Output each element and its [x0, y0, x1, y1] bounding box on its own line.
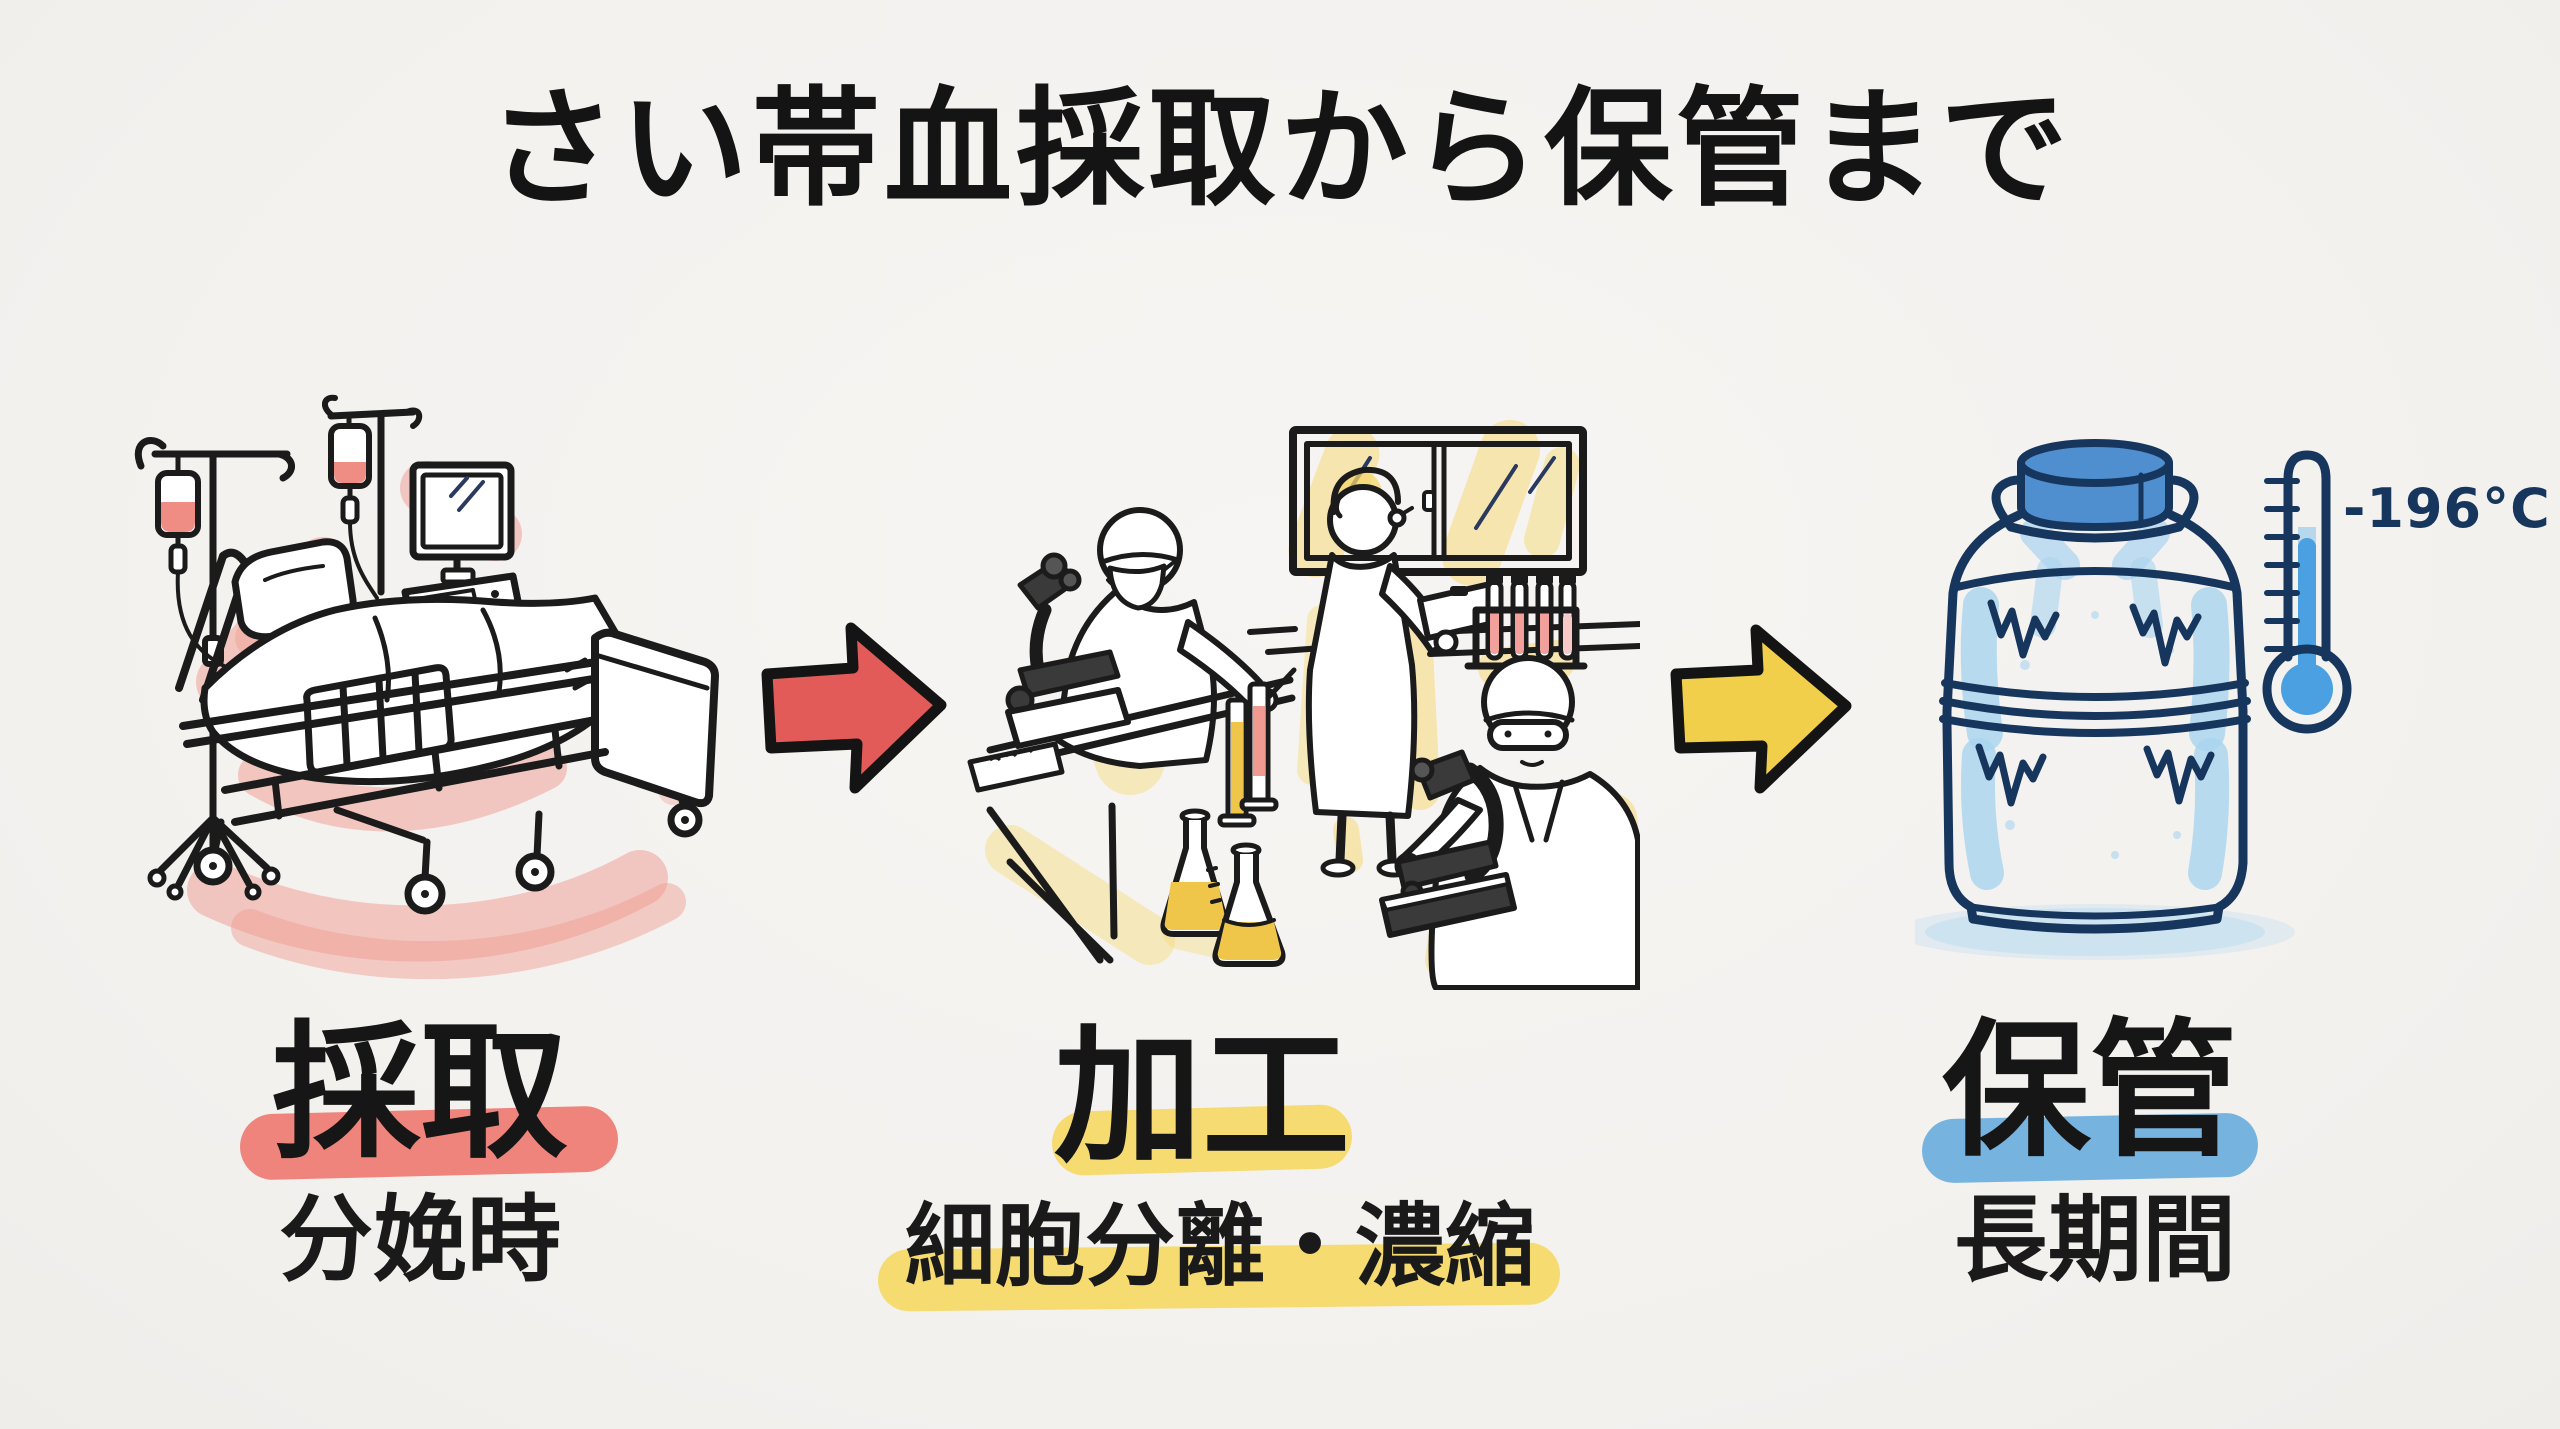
flask-icon — [1160, 808, 1286, 967]
measuring-cylinder-icon — [1217, 681, 1279, 828]
hospital-bed-illustration — [75, 370, 745, 985]
right-arrow-icon — [1670, 624, 1852, 794]
stage-collection-sublabel: 分娩時 — [278, 1186, 561, 1295]
page-title: さい帯血採取から保管まで — [487, 75, 2072, 224]
hospital-bed-icon — [175, 538, 719, 915]
lab-window-icon — [1247, 426, 1640, 657]
storage-illustration: -196°C — [1915, 415, 2560, 1015]
stage-storage-sublabel: 長期間 — [1953, 1186, 2236, 1295]
arrow-processing-to-storage — [1662, 612, 1862, 806]
microscope-icon — [1379, 749, 1517, 938]
thermometer-icon: -196°C — [2262, 450, 2551, 734]
right-arrow-icon — [761, 622, 947, 794]
microscope-icon — [1005, 552, 1131, 749]
test-tube-rack-icon — [1464, 573, 1588, 670]
stage-processing-label: 加工 — [1054, 1011, 1350, 1183]
slide-box-icon — [967, 741, 1065, 793]
cryo-tank-icon — [1939, 439, 2251, 934]
stage-processing-sublabel: 細胞分離・濃縮 — [905, 1194, 1535, 1299]
temperature-label: -196°C — [2343, 477, 2551, 540]
arrow-collection-to-processing — [755, 608, 955, 807]
laboratory-illustration — [950, 370, 1640, 990]
stage-storage-label: 保管 — [1942, 1005, 2238, 1177]
iv-bag-icon — [322, 394, 423, 600]
stage-collection-label: 採取 — [272, 1007, 568, 1179]
bench-edge — [986, 802, 1118, 964]
